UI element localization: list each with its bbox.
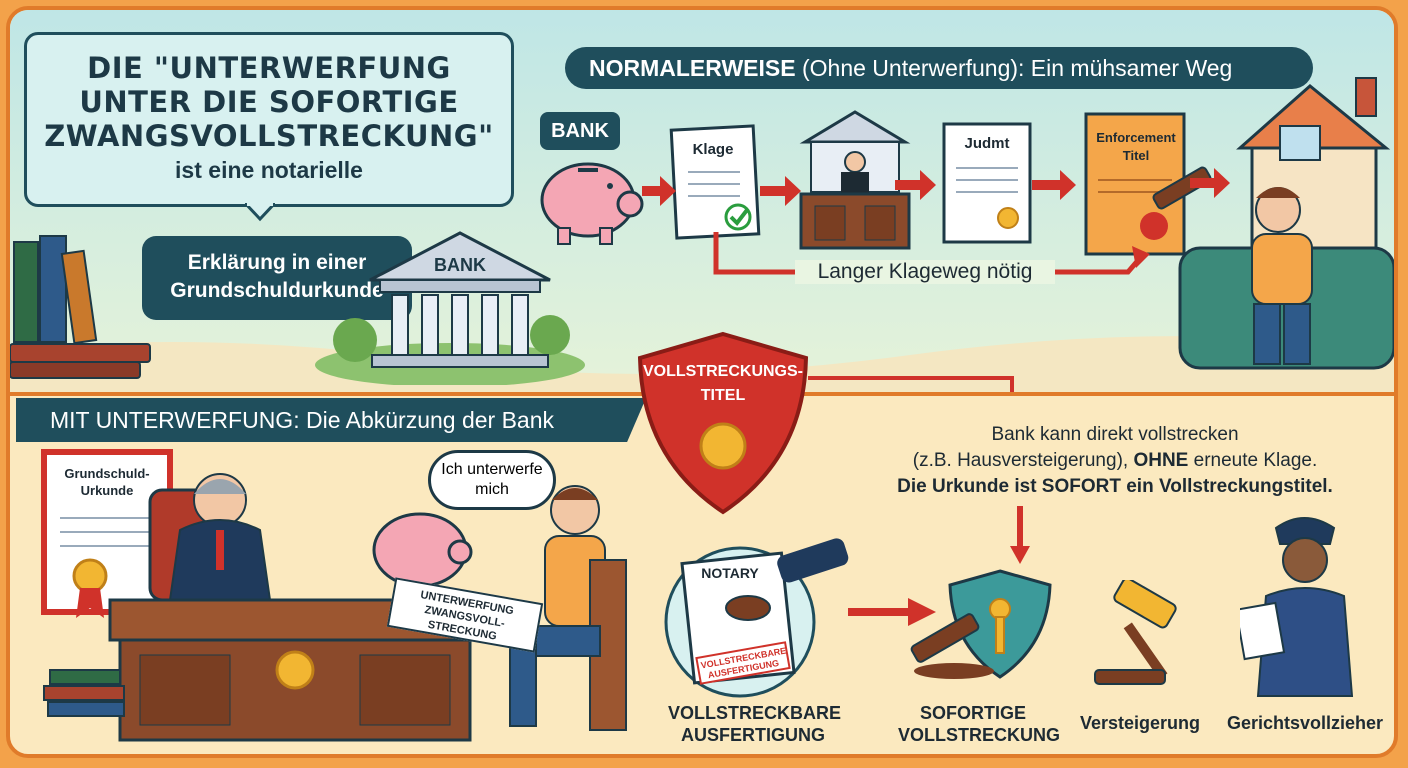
house-worried-owner-icon [1178,77,1394,370]
step-label-execution-copy: VOLLSTRECKBARE AUSFERTIGUNG [668,702,842,746]
enforcement-label-line-2: Titel [1123,148,1150,163]
shortcut-info-line-3: Die Urkunde ist SOFORT ein Vollstreckung… [897,476,1333,497]
declaration-line-1: Erklärung in einer [187,251,367,274]
bank-building-icon: BANK [315,231,585,385]
step-label-auction: Versteigerung [1079,713,1201,733]
arrow-icon [1032,170,1076,200]
arrow-icon [760,176,801,206]
step-1-line-2: AUSFERTIGUNG [681,725,825,745]
judgment-label: Judmt [965,135,1010,152]
normal-path-heading-rest: (Ohne Unterwerfung): Ein mühsamer Weg [795,55,1233,81]
shield-icon: VOLLSTRECKUNGS- TITEL [637,331,809,515]
arrow-icon [642,176,676,206]
long-path-label: Langer Klageweg nötig [795,260,1055,284]
title-line-2: UNTER DIE SOFORTIGE [79,85,459,119]
infographic-frame: DIE "UNTERWERFUNG UNTER DIE SOFORTIGE ZW… [6,6,1398,758]
step-label-bailiff: Gerichtsvollzieher [1226,713,1384,733]
speech-line-2: mich [475,481,509,498]
certificate-line-1: Grundschuld- [64,466,149,481]
shortcut-info-line-1: Bank kann direkt vollstrecken [991,424,1239,445]
enforcement-title-icon: Enforcement Titel [1084,112,1212,256]
declaration-line-2: Grundschuldurkunde [170,279,384,302]
step-1-line-1: VOLLSTRECKBARE [668,703,842,723]
notary-stamp-icon: NOTARY VOLLSTRECKBARE AUSFERTIGUNG [664,538,849,698]
judgment-document-icon: Judmt [942,122,1032,244]
auction-gavel-icon [1094,580,1177,685]
title-line-1: DIE "UNTERWERFUNG [87,51,451,85]
title-line-4: ist eine notarielle [175,157,363,183]
shield-line-1: VOLLSTRECKUNGS- [643,363,803,380]
arrow-down-icon [1010,506,1030,564]
bank-tag: BANK [540,112,620,150]
normal-path-heading: NORMALERWEISE (Ohne Unterwerfung): Ein m… [565,47,1313,89]
speech-line-1: Ich unterwerfe [441,461,543,478]
enforcement-label-line-1: Enforcement [1096,130,1176,145]
notary-signing-scene [43,473,627,742]
bailiff-officer-icon [1240,517,1354,697]
arrow-icon [895,170,936,200]
normal-path-heading-bold: NORMALERWEISE [589,55,796,81]
klage-label: Klage [693,141,734,158]
klage-document-icon: Klage [669,124,761,240]
notary-label: NOTARY [701,565,759,581]
title-bubble: DIE "UNTERWERFUNG UNTER DIE SOFORTIGE ZW… [24,32,514,207]
piggy-bank-icon [540,162,644,245]
bank-building-label: BANK [434,255,486,275]
arrow-right-icon [848,598,936,626]
court-judge-icon [799,110,911,250]
step-2-line-1: SOFORTIGE [919,703,1026,723]
step-2-line-2: VOLLSTRECKUNG [898,725,1060,745]
shield-line-2: TITEL [701,387,746,404]
speech-bubble: Ich unterwerfe mich [428,450,556,510]
step-label-immediate-enforcement: SOFORTIGE VOLLSTRECKUNG [898,702,1060,746]
title-bubble-tail [245,203,275,222]
certificate-line-2: Urkunde [81,483,134,498]
gavel-key-shield-icon [910,569,1052,679]
shortcut-info: Bank kann direkt vollstrecken (z.B. Haus… [860,422,1370,500]
title-line-3: ZWANGSVOLLSTRECKUNG" [44,119,494,153]
books-stack-icon [10,235,151,379]
shortcut-info-line-2: (z.B. Hausversteigerung), OHNE erneute K… [912,450,1318,471]
declaration-bubble: Erklärung in einer Grundschuldurkunde [142,236,412,320]
arrow-icon [1190,168,1230,198]
shortcut-heading: MIT UNTERWERFUNG: Die Abkürzung der Bank [16,398,646,442]
